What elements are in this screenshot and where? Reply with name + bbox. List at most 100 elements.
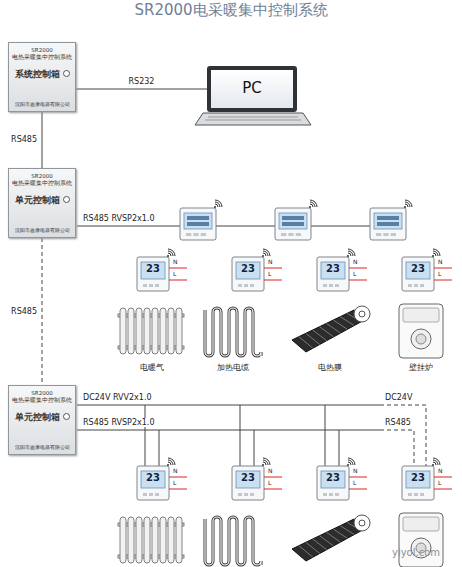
box-title: 单元控制箱 — [15, 412, 60, 422]
power-wire — [264, 489, 282, 490]
diagram-label: yiyol.com — [392, 547, 440, 559]
film-roll — [359, 520, 365, 526]
thermostat-body — [180, 208, 216, 240]
wifi-symbol — [433, 251, 438, 256]
bus-wire — [77, 226, 388, 227]
wifi-symbol — [214, 206, 216, 208]
diagram-label: RS485 RVSP2x1.0 — [82, 214, 156, 223]
bus-wire-dashed — [380, 430, 414, 466]
diagram-label: 23 — [326, 263, 340, 275]
box-text: 电热采暖集中控制系统 — [12, 54, 72, 60]
thermostat-button — [193, 233, 198, 236]
thermostat-button — [281, 233, 286, 236]
wifi-symbol — [167, 255, 169, 257]
power-wire — [349, 489, 367, 490]
control-box: SR2000电热采暖集中控制系统单元控制箱沈阳市鑫康电器有限公司 — [8, 385, 76, 455]
wifi-symbol — [310, 200, 317, 207]
thermostat-display — [279, 213, 307, 229]
heating-cable — [205, 517, 261, 565]
film-stripe — [299, 546, 313, 558]
power-wire — [169, 477, 187, 478]
thermostat-button — [414, 493, 418, 496]
film-roll — [354, 515, 370, 531]
wifi-symbol — [168, 460, 173, 465]
drop-wire — [159, 430, 160, 466]
wifi-symbol — [168, 249, 175, 256]
wifi-symbol — [433, 458, 440, 465]
diagram-label: N — [172, 468, 179, 475]
wifi-symbol — [262, 464, 264, 466]
thermostat-display — [406, 262, 430, 279]
film-stripe — [340, 526, 354, 535]
diagram-label: 23 — [241, 263, 255, 275]
wifi-symbol — [348, 253, 351, 256]
wifi-symbol — [168, 458, 175, 465]
thermostat-button — [408, 493, 412, 496]
wifi-symbol — [348, 460, 353, 465]
connector-line — [42, 238, 43, 385]
diagram-label: 23 — [146, 263, 160, 275]
thermostat-button — [244, 284, 248, 287]
diagram-label: N — [172, 259, 179, 266]
wifi-symbol — [263, 458, 270, 465]
radiator-fin — [176, 308, 182, 354]
thermostat-body — [232, 257, 264, 291]
radiator-fin — [160, 517, 166, 563]
connector-label: RS485 — [10, 135, 38, 144]
radiator-fin — [128, 308, 134, 354]
drop-wire — [240, 405, 241, 466]
thermostat-button — [244, 493, 248, 496]
wifi-symbol — [432, 464, 434, 466]
diagram-label: 电暖气 — [139, 364, 165, 373]
radiator-fin — [152, 308, 158, 354]
boiler-panel — [403, 308, 439, 322]
box-text: SR2000 — [31, 390, 52, 396]
thermostat-button — [329, 284, 333, 287]
power-wire — [349, 268, 367, 269]
radiator-fin — [168, 517, 174, 563]
diagram-label: L — [437, 480, 442, 487]
diagram-label: RS485 — [384, 418, 412, 427]
thermostat-display — [236, 262, 260, 279]
film-stripe — [333, 320, 347, 329]
diagram-label: N — [267, 468, 274, 475]
thermostat-display — [321, 262, 345, 279]
thermostat-display — [321, 471, 345, 488]
thermostat-button — [155, 493, 159, 496]
wifi-symbol — [433, 249, 440, 256]
node-label: PC — [242, 80, 262, 97]
power-wire — [264, 280, 282, 281]
connector-label: RS485 — [10, 307, 38, 316]
thermostat-button — [238, 493, 242, 496]
diagram-label: 23 — [241, 472, 255, 484]
diagram-label: 23 — [326, 472, 340, 484]
wifi-symbol — [215, 200, 222, 207]
wifi-symbol — [405, 204, 408, 207]
diagram-label: 电热膜 — [317, 364, 343, 373]
box-title-row: 系统控制箱 — [15, 69, 70, 79]
wifi-symbol — [263, 462, 266, 465]
film-stripe — [313, 330, 327, 341]
film-stripe — [320, 536, 334, 546]
radiator-fin — [128, 517, 134, 563]
control-box: SR2000电热采暖集中控制系统系统控制箱沈阳市鑫康电器有限公司 — [8, 42, 76, 112]
wifi-symbol — [310, 202, 315, 207]
heating-cable — [205, 308, 261, 356]
diagram-label: 加热电缆 — [216, 364, 250, 373]
connector-line — [76, 89, 207, 90]
diagram-label: L — [267, 480, 272, 487]
thermostat-body — [402, 257, 434, 291]
wifi-symbol — [348, 462, 351, 465]
thermostat-button — [383, 233, 388, 236]
film-stripe — [320, 327, 334, 337]
diagram-label: RS485 RVSP2x1.0 — [82, 418, 156, 427]
boiler-panel — [403, 517, 439, 531]
power-wire — [434, 280, 452, 281]
boiler-burner — [411, 329, 431, 349]
power-wire — [349, 477, 367, 478]
pc-screen: PC — [207, 66, 297, 112]
film-stripe — [313, 539, 327, 550]
thermostat-display — [374, 213, 402, 229]
boiler-body — [399, 513, 443, 567]
keyboard-row — [208, 117, 298, 118]
